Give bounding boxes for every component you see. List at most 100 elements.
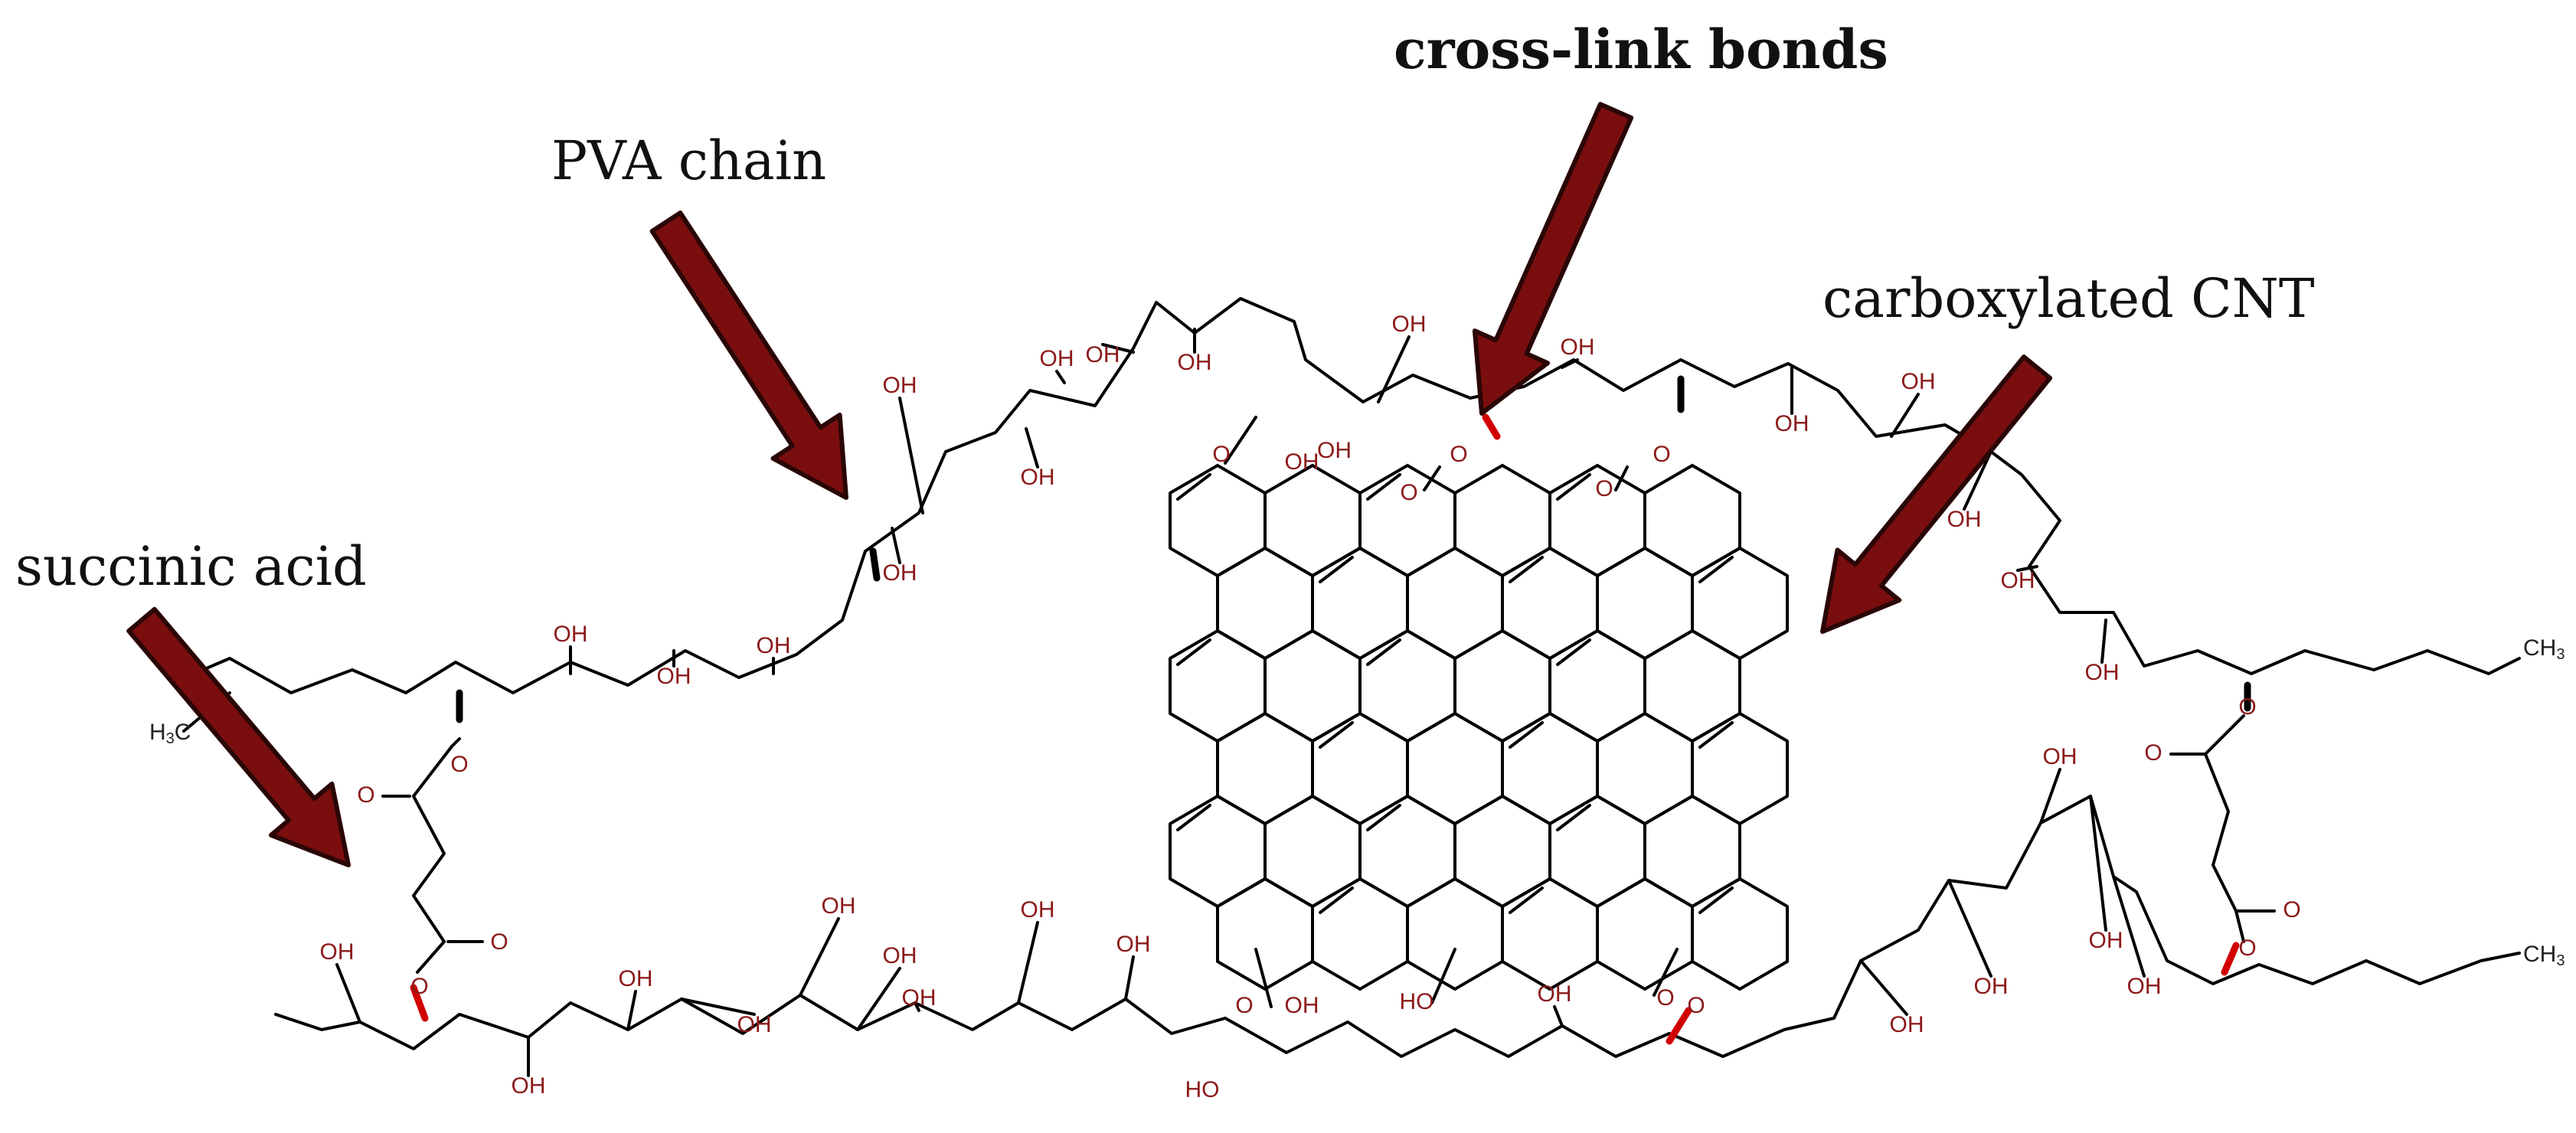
atom-label-o: O: [2238, 694, 2256, 720]
graphene-hexagon: [1358, 795, 1456, 908]
graphene-hexagon: [1501, 712, 1599, 825]
methyl-label: CH3: [2523, 635, 2565, 663]
graphene-hexagon: [1216, 877, 1314, 991]
atom-label-oh: OH: [1561, 335, 1595, 360]
atom-label-oh: OH: [757, 633, 791, 658]
hydroxyl-bond: [1025, 427, 1039, 469]
atom-label-oh: OH: [554, 622, 588, 647]
cross-link-bonds-label: cross-link bonds: [1394, 18, 1888, 81]
graphene-hexagon: [1263, 629, 1362, 743]
graphene-hexagon: [1691, 547, 1789, 660]
graphene-hexagon: [1548, 629, 1646, 743]
graphene-hexagon: [1691, 877, 1789, 991]
atom-label-oh: OH: [2085, 660, 2120, 685]
atom-label-oh: OH: [737, 1012, 772, 1037]
carboxyl-bond: [1614, 465, 1629, 491]
graphene-hexagon: [1216, 547, 1314, 660]
pva-chain-arrow: [649, 210, 848, 500]
double-bond: [1556, 804, 1591, 831]
methyl-label-left: H3C: [149, 720, 191, 747]
ester-cross-link-bond: [410, 984, 429, 1022]
atom-label-oh: OH: [657, 664, 691, 689]
atom-label-oh: OH: [320, 939, 355, 965]
double-bond: [1176, 638, 1211, 666]
succinic-linker-left: [412, 745, 453, 974]
atom-label-oh: OH: [883, 943, 917, 968]
methyl-label: CH3: [2523, 942, 2565, 969]
wedge-bond: [869, 547, 881, 582]
upper-pva-chain: [175, 297, 2023, 694]
atom-label-o: O: [1212, 442, 1230, 467]
atom-label-oh: OH: [1040, 346, 1074, 371]
carboxyl-bond: [1430, 948, 1456, 1004]
hydroxyl-bond: [680, 997, 756, 1016]
atom-label-oh: OH: [1901, 369, 1936, 394]
graphene-hexagon: [1691, 712, 1789, 825]
hydroxyl-bond: [2016, 565, 2038, 572]
hydroxyl-bond: [1553, 1005, 1564, 1027]
cross-link-arrow: [1472, 102, 1634, 416]
carboxylated-cnt-label: carboxylated CNT: [1822, 267, 2315, 330]
atom-label-o: O: [1687, 993, 1705, 1018]
graphene-hexagon: [1311, 877, 1409, 991]
atom-label-o: O: [410, 974, 428, 999]
double-bond: [1319, 886, 1354, 914]
double-bond: [1556, 473, 1591, 501]
upper-pva-chain-tail: [2020, 473, 2521, 675]
atom-label-o: O: [2283, 897, 2300, 922]
atom-label-oh: OH: [883, 373, 917, 398]
ester-cross-link-bond: [1666, 1007, 1692, 1045]
bond: [450, 737, 461, 748]
atom-label-oh: OH: [902, 985, 937, 1011]
atom-label-oh: OH: [619, 966, 653, 991]
atom-label-o: O: [1400, 480, 1417, 505]
graphene-hexagon: [1501, 877, 1599, 991]
graphene-hexagon: [1643, 464, 1741, 577]
double-bond: [1319, 721, 1354, 749]
succinic-linker-right: [2204, 714, 2245, 943]
atom-label-oh: OH: [1317, 438, 1352, 463]
ester-cross-link-bonds: [410, 413, 2240, 1045]
graphene-hexagon: [1169, 795, 1267, 908]
succinic-acid-label: succinic acid: [15, 535, 367, 598]
graphene-hexagon: [1311, 547, 1409, 660]
atom-label-o: O: [357, 782, 374, 808]
atom-label-oh: OH: [2089, 928, 2123, 953]
double-bond: [1698, 556, 1734, 583]
atom-label-oh: OH: [1086, 342, 1120, 367]
double-bond: [1176, 473, 1211, 501]
atom-label-oh: OH: [1178, 350, 1212, 375]
graphene-hexagon: [1169, 464, 1267, 577]
hydroxyl-bond: [898, 397, 924, 514]
carboxyl-bond: [1224, 416, 1257, 465]
atom-label-o: O: [1235, 993, 1253, 1018]
graphene-hexagon: [1406, 547, 1504, 660]
atom-label-o: O: [1656, 985, 1674, 1011]
hydroxyl-bond: [1947, 879, 1992, 978]
atom-label-oh: OH: [1285, 993, 1319, 1018]
graphene-hexagon: [1453, 629, 1551, 743]
graphene-hexagon: [1406, 712, 1504, 825]
atom-label-ho: HO: [1400, 989, 1434, 1014]
graphene-hexagon: [1453, 464, 1551, 577]
atom-label-oh: OH: [2127, 974, 2162, 999]
hydroxyl-bond: [2112, 875, 2146, 978]
cnt-arrow: [1820, 354, 2053, 634]
pointer-arrows: [126, 102, 2053, 867]
graphene-hexagon: [1643, 629, 1741, 743]
hydroxyl-bond: [1963, 450, 1992, 511]
hydroxyl-bond: [856, 967, 901, 1031]
atom-label-oh: OH: [1775, 411, 1809, 436]
atom-label-o: O: [2238, 935, 2256, 961]
hydroxyl-bond: [2039, 768, 2061, 824]
double-bond: [1319, 556, 1354, 583]
graphene-hexagon: [1169, 629, 1267, 743]
double-bond: [1366, 473, 1401, 501]
hydroxyl-bond: [1101, 343, 1135, 354]
hydroxyl-bond: [1890, 393, 1920, 438]
graphene-hexagon: [1406, 877, 1504, 991]
double-bond: [1509, 886, 1544, 914]
graphene-hexagon: [1311, 712, 1409, 825]
